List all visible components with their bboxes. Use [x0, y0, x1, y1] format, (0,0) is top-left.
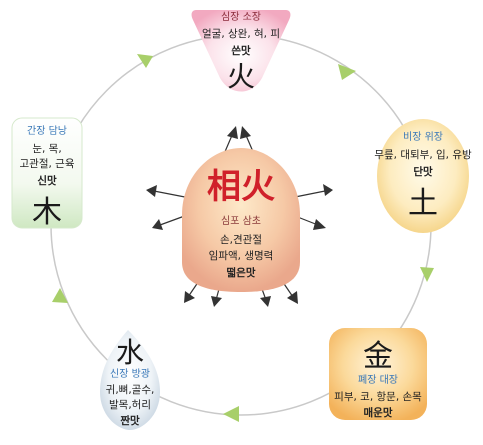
- fire-line-1: 얼굴, 상완, 혀, 피: [202, 27, 280, 40]
- star-arrows: [146, 126, 333, 307]
- earth-taste: 단맛: [413, 165, 433, 178]
- center-node: 相火 심포 삼초 손,견관절 임파액, 생명력 떫은맛: [182, 148, 300, 292]
- star-arrowhead-bottom-right-a: [260, 296, 271, 307]
- star-arrowhead-bottom-left-b: [211, 296, 222, 307]
- center-organs: 심포 삼초: [221, 215, 261, 227]
- fire-taste: 쓴맛: [231, 44, 251, 57]
- cycle-arrow-water-wood: [52, 288, 68, 303]
- center-taste: 떫은맛: [227, 266, 256, 279]
- fire-organs: 심장 소장: [221, 11, 261, 23]
- star-arrowhead-left-down: [152, 219, 163, 230]
- center-hanja: 相火: [207, 167, 275, 207]
- fire-node: 심장 소장 얼굴, 상완, 혀, 피 쓴맛 火: [191, 10, 291, 93]
- metal-taste: 매운맛: [364, 406, 393, 419]
- water-taste: 짠맛: [120, 414, 140, 427]
- cycle-arrow-earth-metal: [420, 267, 434, 282]
- earth-organs: 비장 위장: [403, 130, 443, 143]
- wood-line-1: 눈, 목,: [32, 143, 61, 155]
- star-arrowhead-up-right: [240, 126, 251, 139]
- cycle-arrow-metal-water: [223, 406, 239, 422]
- metal-line-1: 피부, 코, 항문, 손목: [334, 391, 422, 403]
- water-line-2: 발목,허리: [109, 399, 151, 411]
- wood-node: 간장 담낭 눈, 목, 고관절, 근육 신맛 木: [11, 117, 83, 230]
- star-arrowhead-up-left: [227, 126, 238, 139]
- water-node-shape: [100, 330, 160, 430]
- center-line-2: 임파액, 생명력: [209, 249, 274, 262]
- star-arrow-left-up: [153, 190, 191, 199]
- water-hanja: 水: [116, 336, 144, 369]
- wood-line-2: 고관절, 근육: [20, 157, 75, 170]
- center-line-1: 손,견관절: [220, 233, 262, 246]
- earth-node-shape: [377, 119, 469, 233]
- earth-node: 비장 위장 무릎, 대퇴부, 입, 유방 단맛 土: [374, 119, 472, 233]
- fire-hanja: 火: [227, 60, 255, 93]
- metal-node: 金 폐장 대장 피부, 코, 항문, 손목 매운맛: [329, 328, 427, 420]
- star-arrowhead-left-up: [146, 185, 157, 197]
- water-line-1: 귀,뼈,골수,: [106, 384, 155, 396]
- wood-taste: 신맛: [37, 174, 57, 187]
- cycle-arrow-fire-earth: [338, 64, 356, 80]
- star-arrowhead-bottom-right-b: [287, 291, 298, 304]
- earth-line-1: 무릎, 대퇴부, 입, 유방: [374, 148, 472, 161]
- water-node: 水 신장 방광 귀,뼈,골수, 발목,허리 짠맛: [100, 330, 160, 430]
- wood-hanja: 木: [32, 195, 62, 230]
- fire-node-shape: [191, 10, 291, 92]
- wood-node-shape: [11, 117, 83, 229]
- star-arrowhead-right-up: [323, 184, 333, 196]
- star-arrowhead-bottom-left-a: [184, 291, 195, 303]
- water-organs: 신장 방광: [110, 368, 150, 380]
- metal-node-shape: [329, 328, 427, 420]
- metal-hanja: 金: [363, 339, 393, 374]
- star-arrowhead-right-down: [313, 219, 326, 230]
- wood-organs: 간장 담낭: [27, 125, 67, 137]
- earth-hanja: 土: [408, 186, 438, 221]
- cycle-arrow-wood-fire: [137, 54, 153, 68]
- metal-organs: 폐장 대장: [358, 374, 398, 386]
- center-node-shape: [182, 148, 300, 292]
- cycle-arrows: [52, 54, 434, 422]
